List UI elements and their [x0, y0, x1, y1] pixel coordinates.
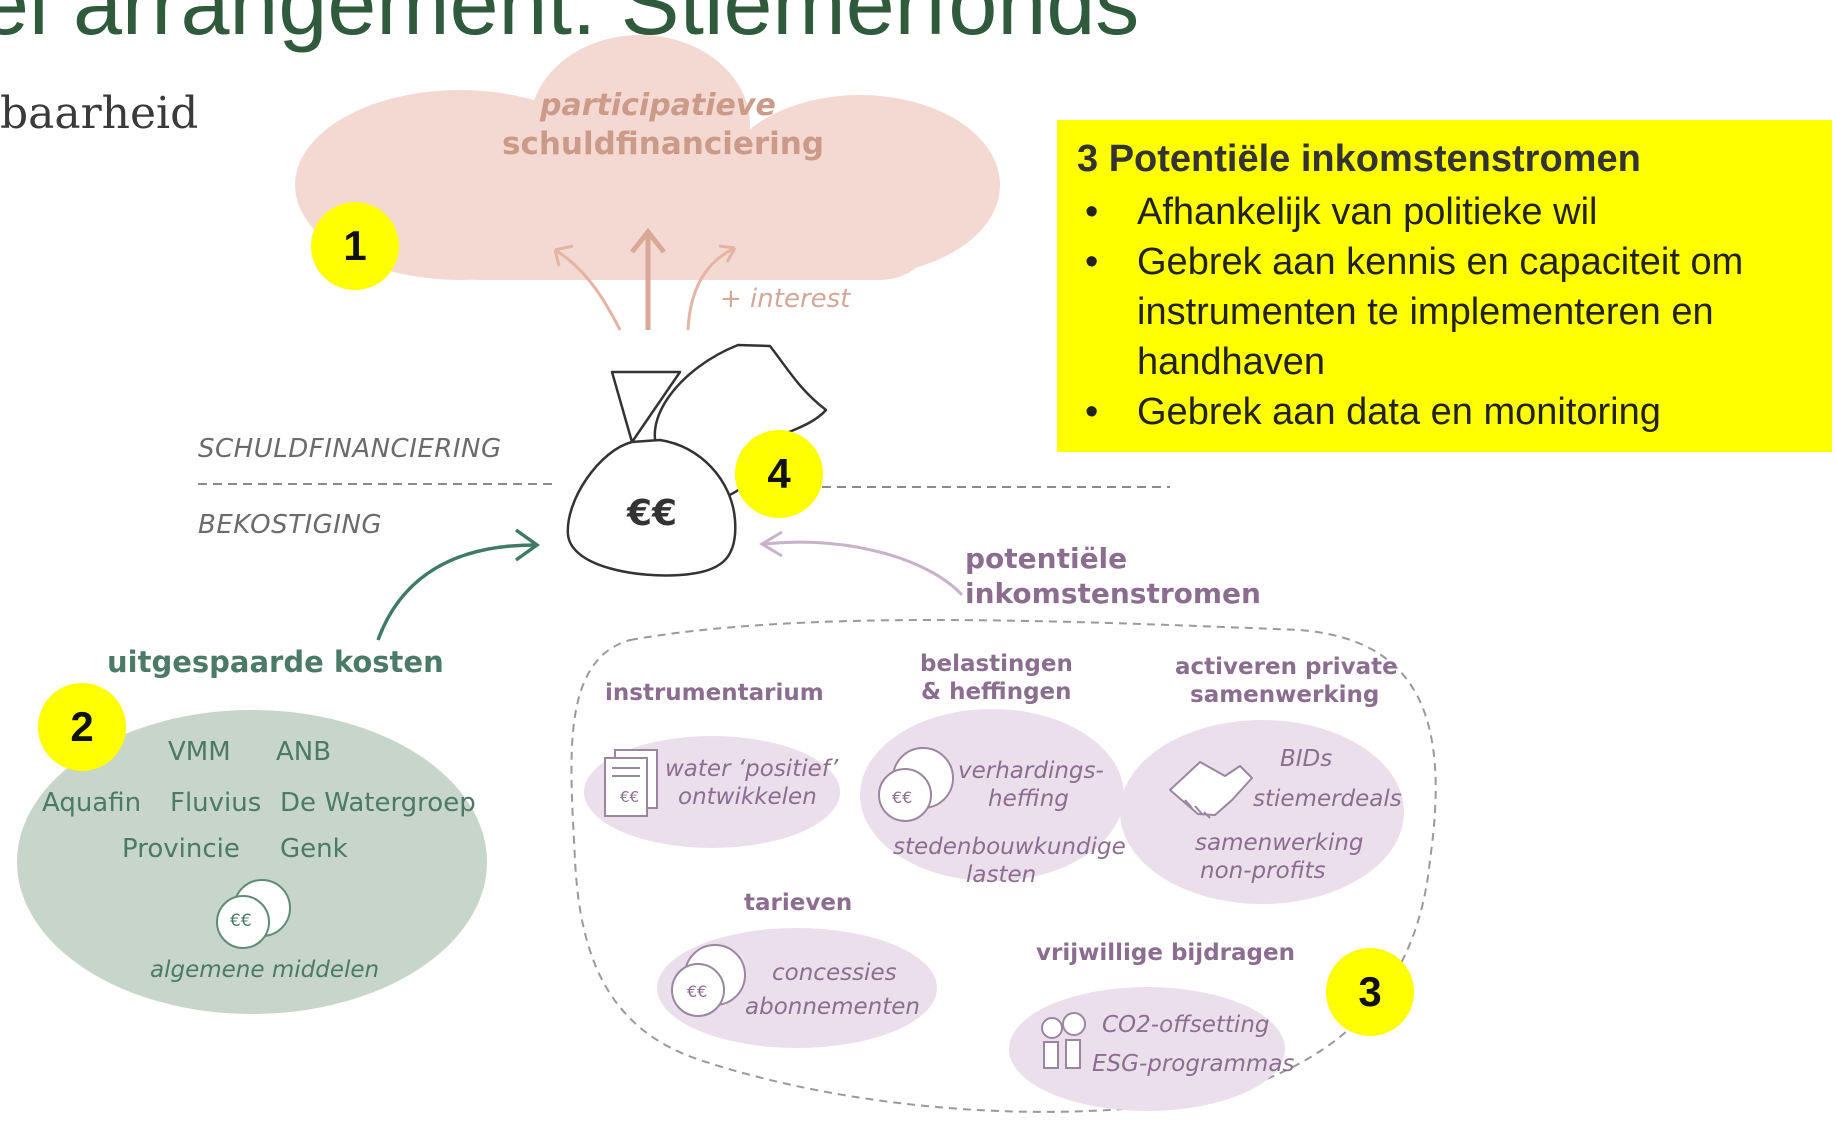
- marker-4: 4: [735, 430, 823, 518]
- group-tarieven-item: abonnementen: [745, 994, 920, 1020]
- handshake-icon: [1169, 761, 1253, 819]
- callout-item: •Afhankelijk van politieke wil: [1077, 187, 1812, 237]
- group-belastingen-item: lasten: [966, 862, 1037, 888]
- savings-coin-label: €€: [230, 911, 252, 931]
- income-title-line2: inkomstenstromen: [965, 577, 1261, 610]
- money-bag-label: €€: [627, 493, 678, 534]
- interest-label: + interest: [720, 284, 851, 314]
- group-instrumentarium-item: ontwikkelen: [678, 784, 817, 810]
- document-icon: [604, 749, 658, 817]
- page-title: el arrangement: Stiemerfonds: [0, 0, 1140, 53]
- group-belastingen-item: verhardings-: [958, 758, 1104, 784]
- people-icon: [1041, 1012, 1086, 1069]
- callout-heading: 3 Potentiële inkomstenstromen: [1077, 138, 1641, 180]
- cloud-label-line1: participatieve: [540, 88, 776, 123]
- group-vrijwillig-item: ESG-programmas: [1092, 1051, 1295, 1077]
- group-belastingen-title: belastingen: [920, 651, 1073, 677]
- cloud-arrows: [553, 227, 737, 331]
- group-belastingen-item: stedenbouwkundige: [893, 834, 1126, 860]
- group-belastingen-title-2: & heffingen: [921, 679, 1072, 705]
- cloud-label-line2: schuldfinanciering: [502, 126, 825, 162]
- marker-1: 1: [311, 202, 399, 290]
- group-private-item: stiemerdeals: [1253, 786, 1402, 812]
- instrumentarium-coin-label: €€: [620, 788, 640, 806]
- callout-list: •Afhankelijk van politieke wil •Gebrek a…: [1077, 187, 1812, 437]
- savings-arrow: [376, 528, 541, 641]
- income-arrow: [759, 530, 964, 597]
- funding-divider: [198, 483, 1170, 488]
- org-genk: Genk: [280, 834, 348, 864]
- org-de-watergroep: De Watergroep: [280, 788, 476, 818]
- savings-ellipse: [17, 710, 487, 1014]
- divider-label-top: SCHULDFINANCIERING: [198, 434, 502, 464]
- callout-item: •Gebrek aan kennis en capaciteit om inst…: [1077, 237, 1812, 387]
- bullet-icon: •: [1085, 241, 1099, 283]
- divider-label-bottom: BEKOSTIGING: [198, 510, 383, 540]
- callout-item: •Gebrek aan data en monitoring: [1077, 387, 1812, 437]
- group-tarieven-title: tarieven: [744, 890, 853, 916]
- bullet-icon: •: [1085, 191, 1099, 233]
- marker-3: 3: [1326, 948, 1414, 1036]
- savings-title: uitgespaarde kosten: [107, 645, 444, 679]
- org-aquafin: Aquafin: [42, 788, 142, 818]
- tarieven-coin-label: €€: [687, 982, 708, 1001]
- group-private-item: samenwerking: [1195, 830, 1364, 856]
- org-anb: ANB: [276, 737, 332, 767]
- cloud-shape: [295, 35, 1000, 280]
- group-private-title-2: samenwerking: [1190, 682, 1380, 708]
- income-title-line1: potentiële: [965, 542, 1128, 575]
- money-bag-icon: [566, 343, 828, 577]
- savings-caption: algemene middelen: [150, 957, 380, 983]
- group-tarieven-item: concessies: [772, 960, 897, 986]
- group-vrijwillig-title: vrijwillige bijdragen: [1036, 940, 1295, 966]
- group-private-item: non-profits: [1200, 858, 1326, 884]
- bullet-icon: •: [1085, 391, 1099, 433]
- group-vrijwillig-item: CO2-offsetting: [1102, 1012, 1270, 1038]
- marker-2: 2: [38, 683, 126, 771]
- income-risks-callout: 3 Potentiële inkomstenstromen •Afhankeli…: [1057, 120, 1832, 452]
- group-instrumentarium-item: water ‘positief’: [665, 756, 839, 782]
- belastingen-coin-label: €€: [892, 788, 913, 807]
- org-fluvius: Fluvius: [170, 788, 262, 818]
- group-belastingen-item: heffing: [988, 786, 1069, 812]
- group-private-item: BIDs: [1280, 746, 1333, 772]
- page-subtitle: baarheid: [0, 88, 199, 139]
- group-instrumentarium-title: instrumentarium: [605, 680, 824, 706]
- group-private-title: activeren private: [1175, 654, 1398, 680]
- coin-icon: [216, 879, 291, 949]
- org-provincie: Provincie: [122, 834, 240, 864]
- org-vmm: VMM: [168, 737, 231, 767]
- coin-icon: [671, 747, 954, 1017]
